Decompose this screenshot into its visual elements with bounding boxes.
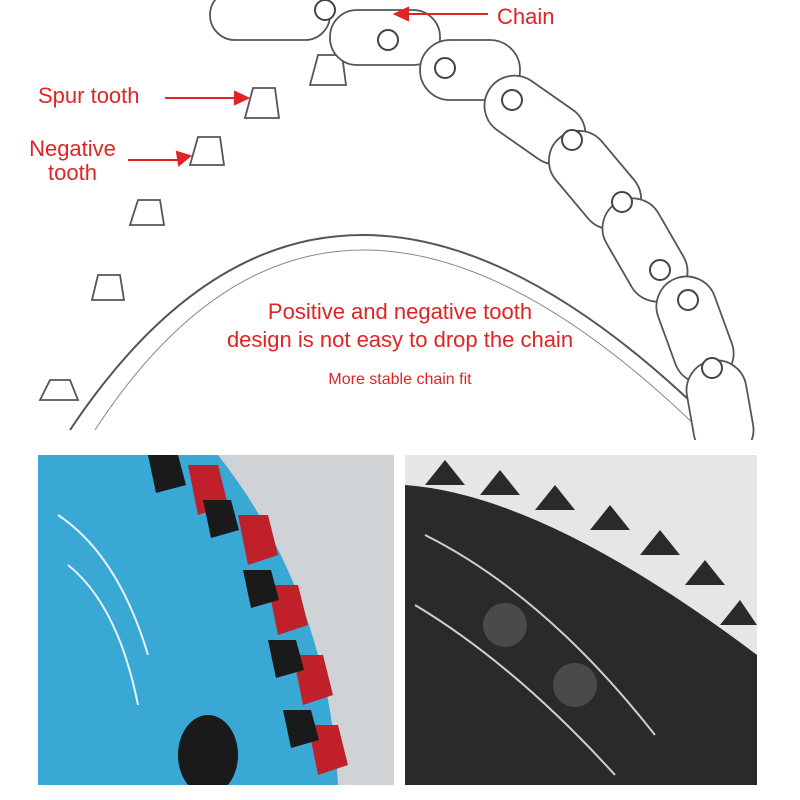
black-chainring-image xyxy=(405,455,757,785)
headline-line1: Positive and negative tooth xyxy=(267,299,533,324)
chainring-line-diagram: Chain Spur tooth Negative tooth Positive… xyxy=(20,0,755,440)
headline: Positive and negative tooth design is no… xyxy=(150,298,650,354)
negative-tooth-label-line2: tooth xyxy=(48,160,97,185)
black-chainring-photo xyxy=(405,455,757,785)
negative-tooth-label: Negative tooth xyxy=(20,137,125,185)
blue-chainring-photo xyxy=(38,455,394,785)
subline: More stable chain fit xyxy=(328,371,472,388)
chain-label: Chain xyxy=(497,4,555,29)
spur-tooth-label: Spur tooth xyxy=(38,83,140,108)
chainring-sketch xyxy=(38,0,755,440)
negative-tooth-label-line1: Negative xyxy=(29,136,116,161)
headline-line2: design is not easy to drop the chain xyxy=(226,327,574,352)
blue-chainring-image xyxy=(38,455,394,785)
